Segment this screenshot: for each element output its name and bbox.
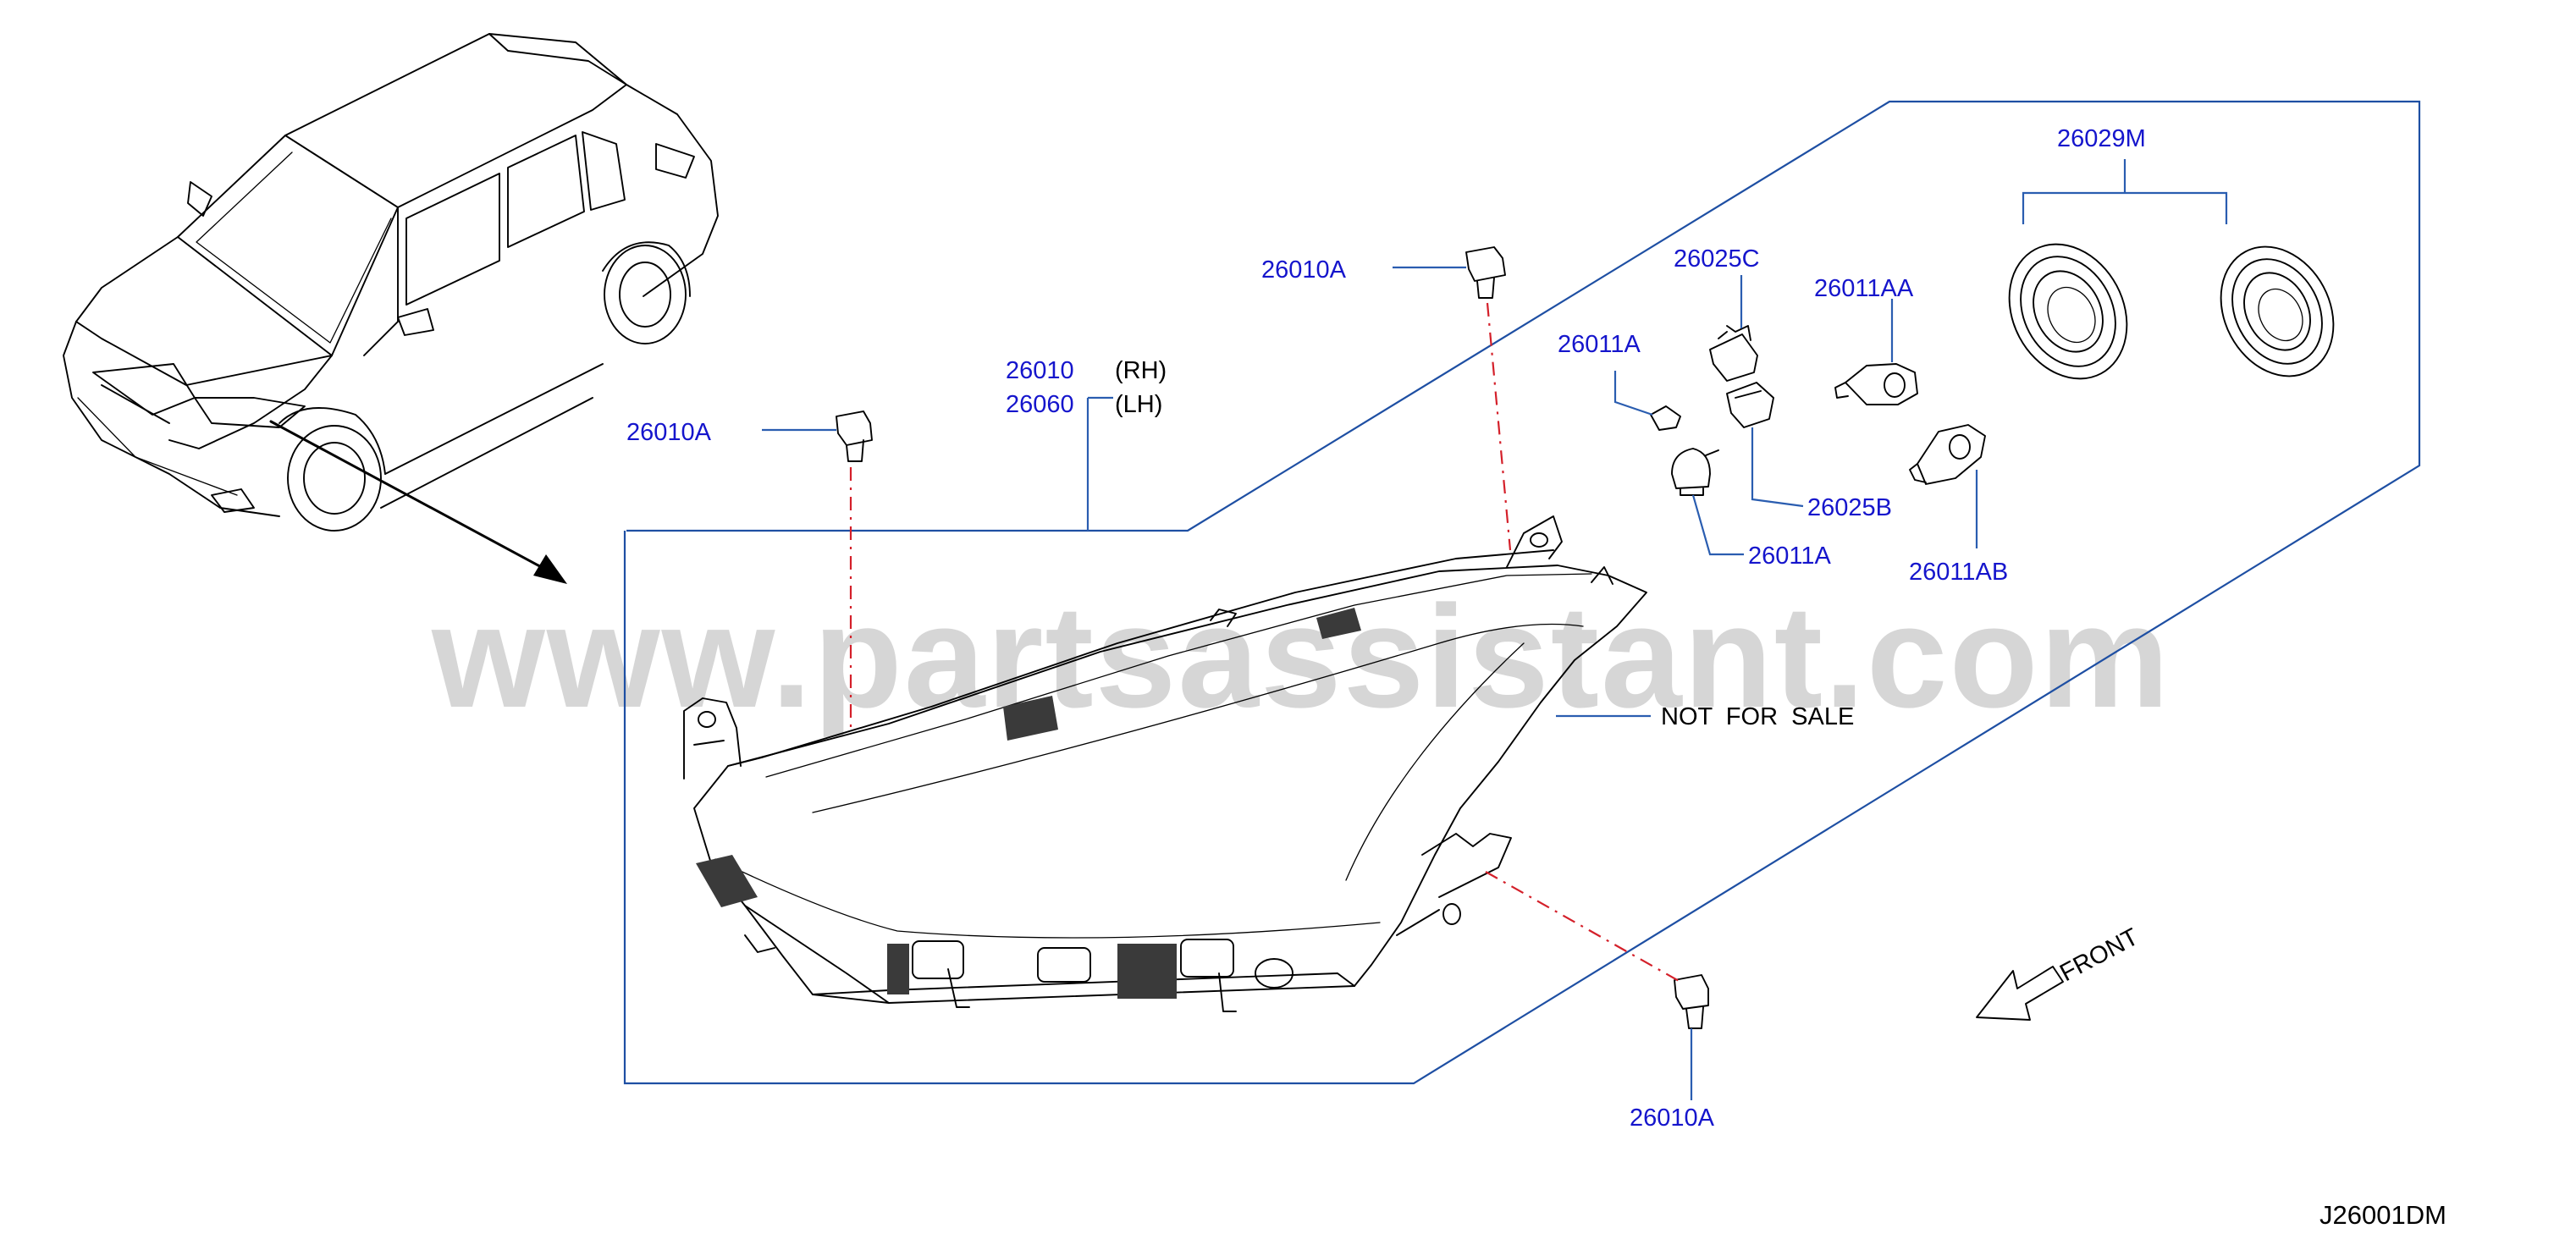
pointer-arrow: [269, 420, 567, 584]
bulb-ab-icon: [1909, 424, 1986, 485]
diagram-code: J26001DM: [2320, 1200, 2446, 1230]
socket-b-icon: [1726, 382, 1774, 428]
bulb-small-bottom-icon: [1671, 448, 1719, 496]
seal-cap-right-icon: [2220, 245, 2335, 377]
assembly-panel-outline: [623, 100, 2421, 1085]
callout-bulb-aa: 26011AA: [1814, 275, 1914, 302]
front-label: FRONT: [2055, 923, 2143, 987]
callout-bulb-small-bottom: 26011A: [1748, 543, 1831, 570]
callout-bulb-ab: 26011AB: [1909, 559, 2008, 586]
callout-screw-top-left: 26010A: [626, 419, 712, 446]
callout-26060-lh: 26060: [1006, 391, 1074, 418]
not-for-sale-note: NOT FOR SALE: [1661, 703, 1854, 730]
watermark: www.partsassistant.com: [431, 576, 2171, 738]
callout-socket-c: 26025C: [1674, 245, 1760, 273]
socket-c-icon: [1709, 325, 1758, 382]
callout-screw-top-center: 26010A: [1261, 256, 1347, 284]
callout-socket-b: 26025B: [1807, 494, 1892, 521]
car-silhouette-icon: [63, 33, 719, 532]
callout-screw-bottom: 26010A: [1630, 1105, 1715, 1132]
screw-bottom: [1485, 871, 1709, 1029]
seal-cap-left-icon: [2008, 243, 2128, 380]
bulb-aa-icon: [1834, 363, 1918, 405]
screw-top-left: [836, 410, 873, 728]
headlamp-housing: [683, 515, 1647, 1012]
front-arrow-icon: [1976, 966, 2064, 1021]
wedge-bulb-small-icon: [1650, 405, 1681, 431]
callout-26010-rh: 26010: [1006, 357, 1074, 384]
screw-top-center: [1465, 246, 1512, 551]
callout-seal-cap: 26029M: [2057, 125, 2146, 152]
callout-lh-side: (LH): [1115, 391, 1162, 418]
callout-rh-side: (RH): [1115, 357, 1167, 384]
callout-bulb-small-top: 26011A: [1558, 331, 1641, 358]
